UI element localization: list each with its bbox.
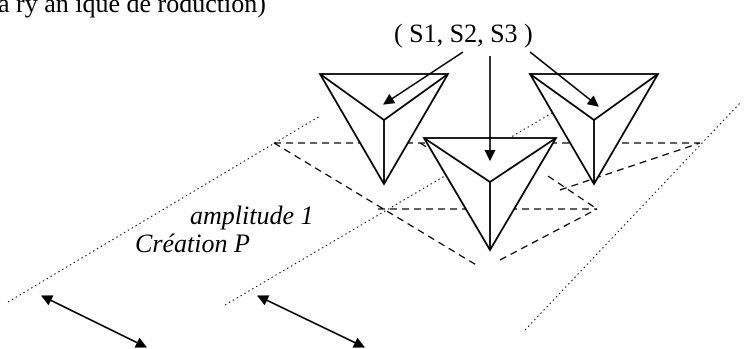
top-text-fragment: a ry an ique de roduction) (0, 0, 266, 18)
dashed-right-diag (547, 175, 598, 210)
arrow-to-right-pyramid (529, 51, 599, 107)
width-arrows (40, 295, 366, 348)
double-arrow-right (256, 295, 366, 348)
label-arrows (383, 51, 599, 162)
dashed-lower-right-diag (499, 208, 598, 261)
dashed-upper-right-diag (559, 142, 701, 191)
arrow-to-left-pyramid (383, 51, 464, 105)
dashed-left-diag (273, 142, 479, 267)
creation-label: Création P (135, 229, 250, 258)
amplitude-label: amplitude 1 (190, 201, 314, 230)
double-arrow-left (40, 295, 148, 348)
pyramid-left (318, 73, 450, 186)
dotted-line-right (524, 101, 742, 331)
dotted-line-middle (224, 85, 599, 306)
dotted-guide-lines (7, 85, 742, 331)
sources-label: ( S1, S2, S3 ) (394, 19, 533, 48)
pyramid-right (528, 73, 660, 186)
dotted-line-left (7, 115, 321, 303)
